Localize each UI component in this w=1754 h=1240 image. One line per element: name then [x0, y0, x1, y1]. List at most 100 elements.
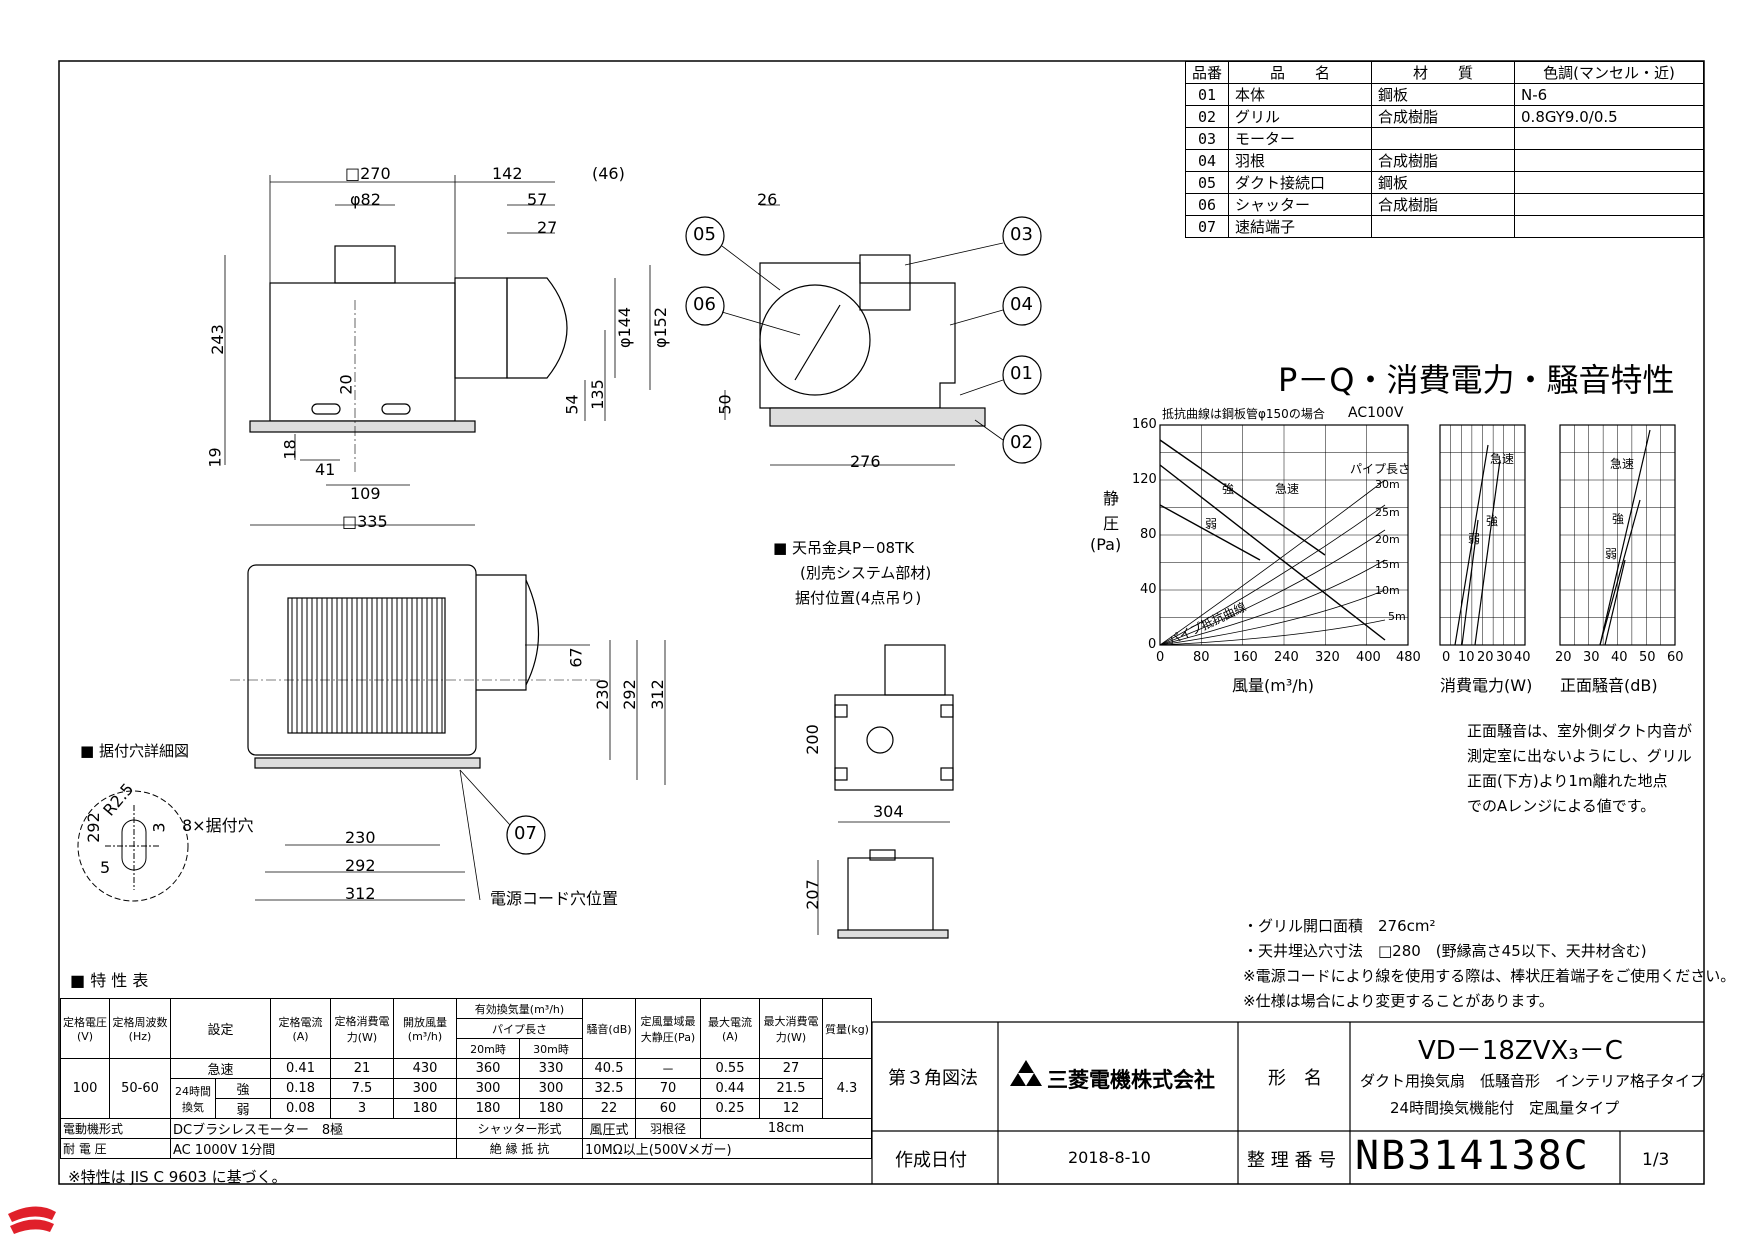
- part-name: モーター: [1228, 127, 1373, 150]
- spec-cell: 27: [759, 1058, 823, 1079]
- dim-82: φ82: [350, 190, 381, 209]
- pq-voltage: AC100V: [1348, 405, 1404, 421]
- dim-hole-292: 292: [83, 812, 103, 843]
- spec-h-effective: 有効換気量(m³/h): [456, 998, 583, 1019]
- mitsubishi-logo-icon: [1010, 1060, 1042, 1086]
- spec-cell: －: [635, 1058, 701, 1079]
- callout-06-label: 06: [693, 294, 716, 315]
- spec-title: ■ 特 性 表: [70, 971, 149, 990]
- model-desc-1: ダクト用換気扇 低騒音形 インテリア格子タイプ: [1360, 1072, 1706, 1090]
- spec-mode: 弱: [215, 1098, 271, 1119]
- spec-cell: 430: [393, 1058, 457, 1079]
- noise-xtick: 30: [1583, 650, 1600, 665]
- spec-footer: ※特性は JIS C 9603 に基づく。: [68, 1168, 287, 1186]
- title-block-lines: [871, 1021, 1704, 1184]
- spec-mode: 急速: [170, 1058, 271, 1079]
- noise-note-line: でのAレンジによる値です。: [1467, 797, 1656, 815]
- hole-detail-title-text: 据付穴詳細図: [98, 742, 189, 760]
- power-xtick: 40: [1514, 650, 1531, 665]
- model-desc-2: 24時間換気機能付 定風量タイプ: [1390, 1099, 1620, 1117]
- power-xlabel: 消費電力(W): [1440, 676, 1533, 695]
- spec-cell: 0.08: [270, 1098, 331, 1119]
- part-no: 07: [1184, 215, 1230, 238]
- hanger-views: [817, 644, 954, 939]
- spec-h-setting: 設定: [170, 998, 271, 1059]
- power-strong: 強: [1486, 514, 1499, 528]
- pq-xtick: 0: [1156, 650, 1165, 665]
- spec-table: 定格電圧(V) 定格周波数(Hz) 設定 定格電流(A) 定格消費電力(W) 開…: [60, 998, 872, 1159]
- drawing-number: NB314138C: [1355, 1133, 1590, 1179]
- parts-header-color: 色調(マンセル・近): [1514, 61, 1704, 84]
- spec-cell: 0.44: [700, 1078, 760, 1099]
- spec-title-text: 特 性 表: [90, 971, 149, 990]
- spec-24h: 24時間換気: [170, 1078, 216, 1119]
- spec-voltage: 100: [60, 1058, 110, 1119]
- noise-xlabel: 正面騒音(dB): [1560, 676, 1658, 695]
- noise-note-line: 正面騒音は、室外側ダクト内音が: [1467, 722, 1693, 740]
- spec-h-pipe: パイプ長さ: [456, 1018, 583, 1039]
- pipe-10m: 10m: [1375, 584, 1400, 597]
- spec-volt: AC 1000V 1分間: [170, 1138, 457, 1159]
- spec-cell: 22: [582, 1098, 636, 1119]
- part-material: 合成樹脂: [1371, 193, 1516, 216]
- callout-03: [1002, 216, 1042, 256]
- callout-06: [685, 286, 725, 326]
- spec-cell: 300: [456, 1078, 520, 1099]
- dim-304: 304: [873, 802, 904, 821]
- part-no: 03: [1184, 127, 1230, 150]
- hanger-position: 据付位置(4点吊り): [795, 589, 922, 607]
- hole-detail: [77, 790, 189, 902]
- callout-02-label: 02: [1010, 432, 1033, 453]
- dim-hole-5: 5: [100, 858, 111, 877]
- model-number: VD－18ZVX₃－C: [1418, 1036, 1623, 1066]
- spec-cell: 21: [330, 1058, 394, 1079]
- spec-motor-label: 電動機形式: [60, 1118, 171, 1139]
- dim-312: 312: [345, 884, 376, 903]
- pq-title: P－Q・消費電力・騒音特性: [1278, 361, 1675, 399]
- dim-26: 26: [757, 190, 778, 209]
- spec-motor-row: 電動機形式 DCブラシレスモーター 8極 シャッター形式 風圧式 羽根径 18c…: [60, 1118, 872, 1139]
- part-no: 04: [1184, 149, 1230, 172]
- hole-detail-title: ■ 据付穴詳細図: [80, 742, 189, 760]
- part-color: [1514, 171, 1704, 194]
- pq-curve-weak: 弱: [1205, 517, 1218, 531]
- note-line: ・天井埋込穴寸法 □280 (野縁高さ45以下、天井材含む): [1243, 942, 1647, 960]
- spec-header-row: 定格電圧(V) 定格周波数(Hz) 設定 定格電流(A) 定格消費電力(W) 開…: [60, 998, 872, 1059]
- bottom-view: [230, 564, 666, 901]
- power-weak: 弱: [1468, 532, 1481, 546]
- dim-142: 142: [492, 164, 523, 183]
- hanger-title-text: 天吊金具P－08TK: [791, 539, 915, 557]
- dim-312-vertical: 312: [647, 679, 667, 710]
- pq-curve-strong: 強: [1222, 482, 1235, 496]
- spec-cell: 180: [456, 1098, 520, 1119]
- spec-h-open-air: 開放風量(m³/h): [393, 998, 457, 1059]
- mount-hole-label: 8×据付穴: [182, 816, 254, 835]
- spec-cell: 0.55: [700, 1058, 760, 1079]
- callout-04-label: 04: [1010, 294, 1033, 315]
- part-name: 速結端子: [1228, 215, 1373, 238]
- date-value: 2018-8-10: [1068, 1148, 1151, 1167]
- parts-header-name: 品 名: [1228, 61, 1373, 84]
- front-view: [224, 175, 651, 526]
- pq-ylabel-1: 静: [1103, 489, 1120, 508]
- dim-27: 27: [537, 218, 558, 237]
- noise-xtick: 60: [1667, 650, 1684, 665]
- dim-50: 50: [715, 394, 735, 415]
- note-line: ※仕様は場合により変更することがあります。: [1243, 992, 1554, 1010]
- spec-cell: 7.5: [330, 1078, 394, 1099]
- leader-lines: [459, 242, 1004, 826]
- spec-mass: 4.3: [822, 1058, 872, 1119]
- callout-07-label: 07: [514, 823, 537, 844]
- spec-volt-label: 耐 電 圧: [60, 1138, 171, 1159]
- spec-cell: 0.18: [270, 1078, 331, 1099]
- dim-200: 200: [802, 724, 822, 755]
- pq-xtick: 160: [1233, 650, 1258, 665]
- dim-335: □335: [342, 512, 388, 531]
- pq-xtick: 240: [1274, 650, 1299, 665]
- pipe-25m: 25m: [1375, 506, 1400, 519]
